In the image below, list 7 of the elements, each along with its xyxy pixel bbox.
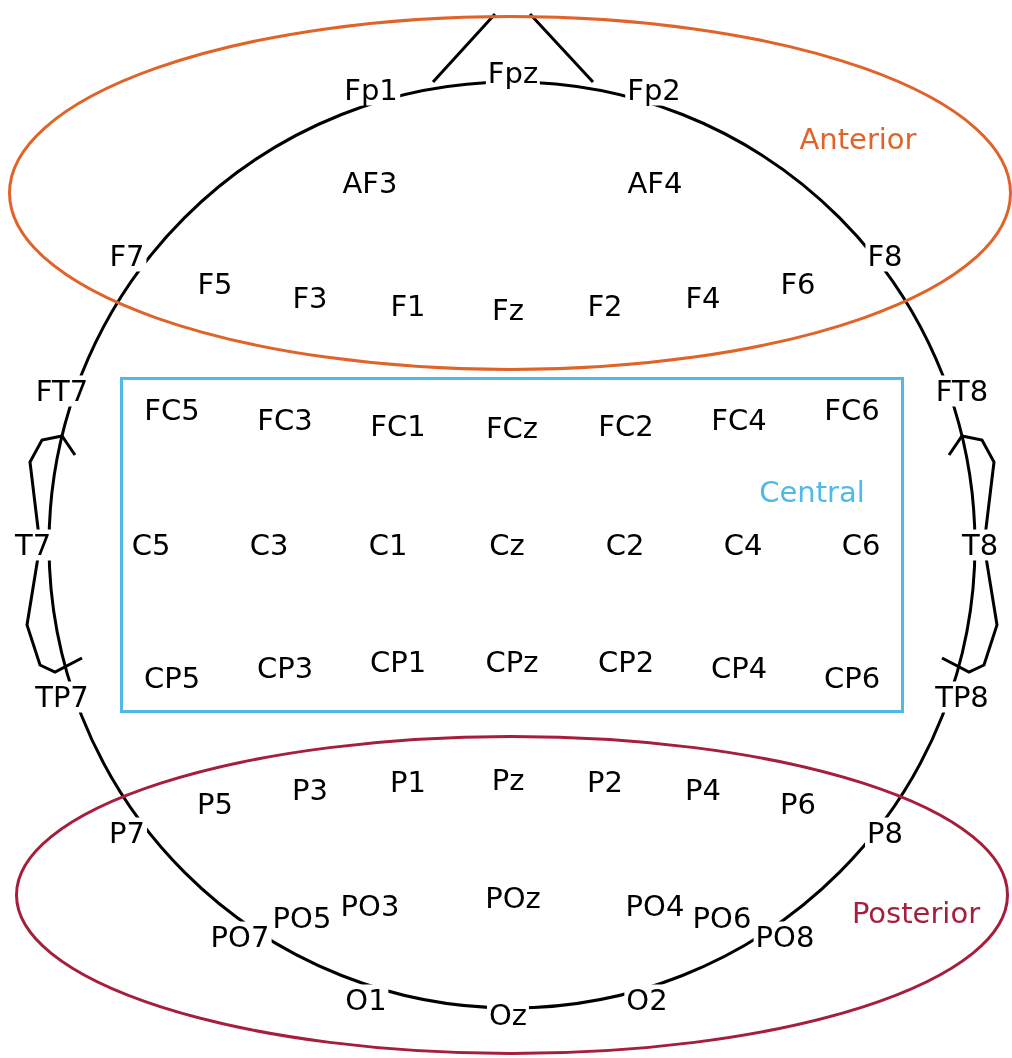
region-label: Posterior	[851, 898, 981, 928]
electrode-label: T7	[12, 529, 54, 561]
region-label: Central	[759, 477, 865, 507]
region-rectangle	[120, 377, 904, 713]
region-ellipse	[8, 15, 1012, 371]
region-ellipse	[15, 735, 1009, 1055]
region-label: Anterior	[799, 124, 917, 154]
